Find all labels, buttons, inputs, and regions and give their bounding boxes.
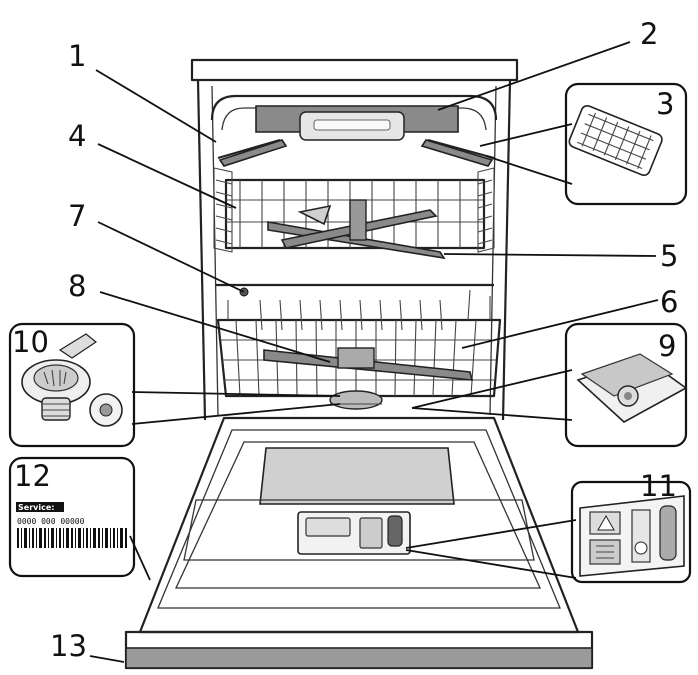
callout-9: 9	[658, 329, 676, 363]
callout-13: 13	[50, 629, 87, 663]
leader-6	[461, 299, 659, 349]
door	[138, 416, 580, 634]
service-heading-bg	[16, 502, 64, 512]
callout-10: 10	[12, 325, 49, 359]
leader-3a	[479, 123, 573, 147]
lower-spray-arm	[263, 347, 474, 381]
leader-13	[89, 655, 125, 663]
upper-rails	[217, 138, 495, 160]
leader-10a	[131, 391, 341, 397]
inset-cutlery-tray	[564, 82, 688, 206]
leader-11a	[405, 519, 577, 549]
leader-8	[99, 291, 331, 363]
rail-right-runner	[420, 139, 494, 167]
leader-7	[97, 221, 245, 293]
callout-12: 12	[14, 459, 51, 493]
rating-plate-strip	[124, 630, 594, 670]
callout-3: 3	[656, 87, 674, 121]
callout-4: 4	[68, 119, 86, 153]
lower-basket	[216, 289, 502, 398]
leader-4	[97, 143, 237, 209]
leader-12	[129, 535, 151, 581]
tub-top	[210, 94, 498, 121]
cabinet-walls	[196, 79, 512, 421]
callout-5: 5	[660, 239, 678, 273]
worktop	[190, 58, 519, 82]
detergent-dispenser	[297, 511, 411, 555]
callout-2: 2	[640, 17, 658, 51]
callout-6: 6	[660, 285, 678, 319]
leader-lines	[89, 41, 659, 663]
leader-11b	[405, 549, 577, 579]
top-spray-arm	[255, 105, 459, 141]
middle-spray-arm	[267, 199, 446, 260]
leader-5	[443, 253, 657, 257]
leader-9b	[411, 407, 573, 421]
leader-3b	[485, 155, 573, 185]
leader-1	[95, 69, 217, 143]
service-heading: Service:	[18, 503, 54, 512]
service-number: 0000 000 00000	[17, 517, 85, 526]
callout-numbers: 1 2 3 4 5 6 7 8 9 10 11 12 13	[12, 17, 678, 663]
leader-9a	[411, 369, 573, 409]
leader-10b	[131, 403, 341, 425]
door-inner-panel	[259, 447, 455, 505]
dishwasher-body	[124, 58, 594, 670]
barcode	[17, 528, 127, 548]
callout-7: 7	[68, 199, 86, 233]
leader-2	[437, 41, 631, 111]
callout-1: 1	[68, 39, 86, 73]
inset-filter-plate	[564, 322, 688, 448]
filter-top	[329, 390, 383, 410]
rail-left-runner	[218, 139, 288, 167]
inset-filter-assembly	[8, 322, 136, 448]
inset-service-label: Service: 0000 000 00000	[8, 456, 136, 578]
callout-11: 11	[640, 469, 677, 503]
callout-8: 8	[68, 269, 86, 303]
inset-detergent-dispenser	[570, 480, 692, 584]
